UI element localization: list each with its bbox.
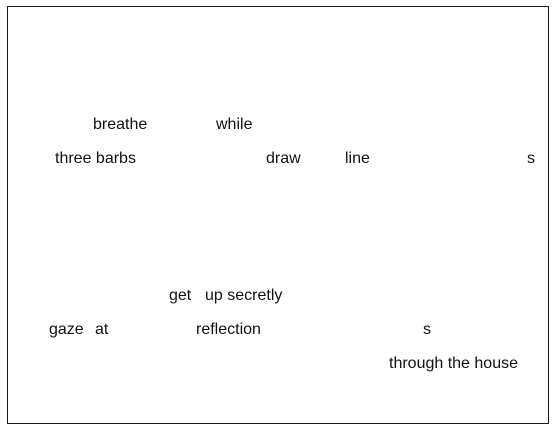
- word-draw: draw: [266, 150, 301, 167]
- word-breathe: breathe: [93, 116, 148, 133]
- word-through-the-house: through the house: [389, 355, 518, 372]
- word-line: line: [345, 150, 370, 167]
- word-get: get: [169, 287, 192, 304]
- text-frame: [7, 6, 549, 424]
- word-up-secretly: up secretly: [205, 287, 283, 304]
- word-s-first: s: [527, 150, 535, 167]
- word-s-second: s: [423, 321, 431, 338]
- word-three-barbs: three barbs: [55, 150, 136, 167]
- word-gaze: gaze: [49, 321, 84, 338]
- word-while: while: [216, 116, 253, 133]
- word-at: at: [95, 321, 109, 338]
- word-reflection: reflection: [196, 321, 261, 338]
